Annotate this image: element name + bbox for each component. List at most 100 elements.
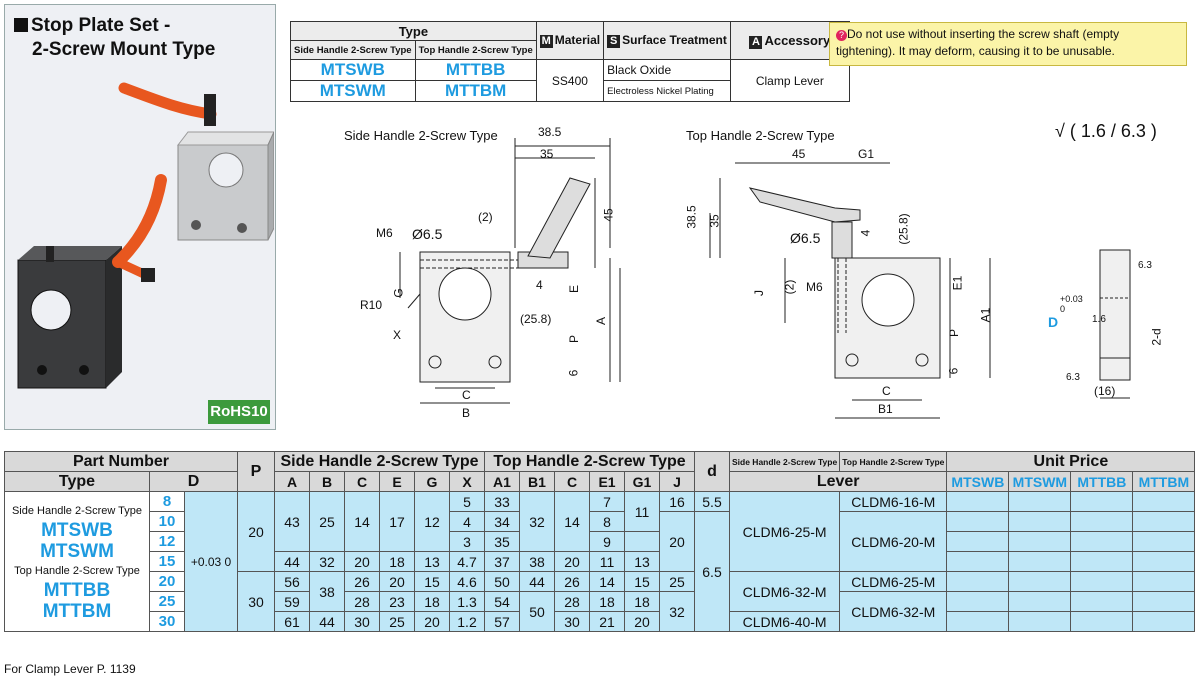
table-cell: 21 xyxy=(589,611,625,632)
dim-side-45: 45 xyxy=(601,208,616,222)
dim-side-phi: Ø6.5 xyxy=(412,226,443,242)
clamp-lever-footnote[interactable]: For Clamp Lever P. 1139 xyxy=(4,662,136,676)
title-line-2: 2-Screw Mount Type xyxy=(32,39,216,60)
table-cell-lever: CLDM6-40-M xyxy=(728,611,841,632)
table-cell: 17 xyxy=(379,491,415,552)
price-cell xyxy=(1008,491,1072,512)
side-bore xyxy=(438,267,492,321)
dim-side-a: A xyxy=(594,316,609,326)
dim-view-16: (16) xyxy=(1094,384,1116,398)
table-cell: 7 xyxy=(589,491,625,512)
table-cell: 32 xyxy=(519,491,555,552)
dim-top-b1: B1 xyxy=(878,402,893,416)
table-cell: 57 xyxy=(484,611,520,632)
dim-top-25-8: (25.8) xyxy=(896,213,911,245)
price-cell xyxy=(946,591,1010,612)
price-cell xyxy=(946,511,1010,532)
dim-side-4: 4 xyxy=(536,278,543,292)
table-cell-d: 25 xyxy=(149,591,185,612)
table-cell: 59 xyxy=(274,591,310,612)
table-cell-p: 20 xyxy=(237,491,275,572)
side-lever-shape xyxy=(527,177,591,259)
col-j: J xyxy=(659,471,695,492)
table-cell: 8 xyxy=(589,511,625,532)
col-x: X xyxy=(449,471,485,492)
col-a: A xyxy=(274,471,310,492)
table-cell: 18 xyxy=(624,591,660,612)
dim-side-m6: M6 xyxy=(376,226,393,240)
table-cell: 26 xyxy=(344,571,380,592)
side-drawing-title: Side Handle 2-Screw Type xyxy=(344,128,498,143)
d-tolerance: +0.03 0 xyxy=(184,491,238,632)
price-cell xyxy=(1070,551,1134,572)
table-cell: 30 xyxy=(344,611,380,632)
side-code: MTSWM xyxy=(290,80,416,102)
dim-view-2-d: 2-d xyxy=(1149,328,1164,346)
col-e1: E1 xyxy=(589,471,625,492)
top-group-header: Top Handle 2-Screw Type xyxy=(484,451,695,472)
dim-side-p: P xyxy=(567,334,582,344)
table-cell: 20 xyxy=(344,551,380,572)
table-cell: 25 xyxy=(659,571,695,592)
price-cell xyxy=(1132,611,1196,632)
dim-side-b: B xyxy=(462,406,471,420)
warning-note: ?Do not use without inserting the screw … xyxy=(829,22,1187,66)
table-cell-d: 15 xyxy=(149,551,185,572)
table-cell: 20 xyxy=(659,511,695,572)
col-a1: A1 xyxy=(484,471,520,492)
dim-top-45: 45 xyxy=(792,147,806,161)
dim-top-e1: E1 xyxy=(950,275,965,291)
material-value: SS400 xyxy=(535,59,605,102)
table-cell: 5.5 xyxy=(694,491,730,512)
price-cell xyxy=(946,531,1010,552)
table-cell: 25 xyxy=(379,611,415,632)
price-cell xyxy=(946,491,1010,512)
dim-top-g1: G1 xyxy=(858,147,875,161)
top-drawing-title: Top Handle 2-Screw Type xyxy=(686,128,835,143)
type-header: Type xyxy=(290,21,537,41)
table-cell: 20 xyxy=(414,611,450,632)
table-cell: 23 xyxy=(379,591,415,612)
technical-drawings xyxy=(399,138,1131,419)
table-cell: 33 xyxy=(484,491,520,512)
table-cell: 61 xyxy=(274,611,310,632)
side-code: MTSWB xyxy=(290,59,416,81)
table-cell: 15 xyxy=(414,571,450,592)
table-cell: 16 xyxy=(659,491,695,512)
dim-side-g: G xyxy=(391,288,406,298)
price-cell xyxy=(1008,611,1072,632)
lever-header: Lever xyxy=(728,471,948,492)
table-cell: 4.6 xyxy=(449,571,485,592)
dim-view-6-3: 6.3 xyxy=(1138,260,1152,271)
table-cell: 56 xyxy=(274,571,310,592)
top-bore xyxy=(861,273,915,327)
top-code: MTTBM xyxy=(414,80,537,102)
price-cell xyxy=(1070,531,1134,552)
table-cell: 20 xyxy=(379,571,415,592)
surface-value: Electroless Nickel Plating xyxy=(603,80,731,102)
table-cell: 5 xyxy=(449,491,485,512)
table-cell: 38 xyxy=(519,551,555,572)
side-type-header: Side Handle 2-Screw Type xyxy=(290,40,416,60)
table-cell: 18 xyxy=(589,591,625,612)
table-cell xyxy=(624,531,660,552)
part-number-table: Part Number P Side Handle 2-Screw Type T… xyxy=(4,451,1196,632)
table-cell: 20 xyxy=(624,611,660,632)
table-cell-d: 30 xyxy=(149,611,185,632)
col-g: G xyxy=(414,471,450,492)
table-cell: 35 xyxy=(484,531,520,552)
dim-top-38-5: 38.5 xyxy=(684,205,699,229)
product-title: Stop Plate Set - 2-Screw Mount Type xyxy=(14,14,215,62)
lever-side-header: Side Handle 2-Screw Type xyxy=(728,451,841,472)
table-cell: 4.7 xyxy=(449,551,485,572)
col-b: B xyxy=(309,471,345,492)
price-cell xyxy=(1008,511,1072,532)
price-col-mtswb: MTSWB xyxy=(946,471,1010,492)
accessory-icon: A xyxy=(749,35,763,49)
dim-side-38-5: 38.5 xyxy=(538,125,562,139)
surface-value: Black Oxide xyxy=(603,59,731,81)
table-cell: 38 xyxy=(309,571,345,612)
table-cell: 32 xyxy=(659,591,695,632)
surface-finish-symbol: √ ( 1.6 / 6.3 ) xyxy=(1055,121,1157,141)
table-cell-d: 12 xyxy=(149,531,185,552)
